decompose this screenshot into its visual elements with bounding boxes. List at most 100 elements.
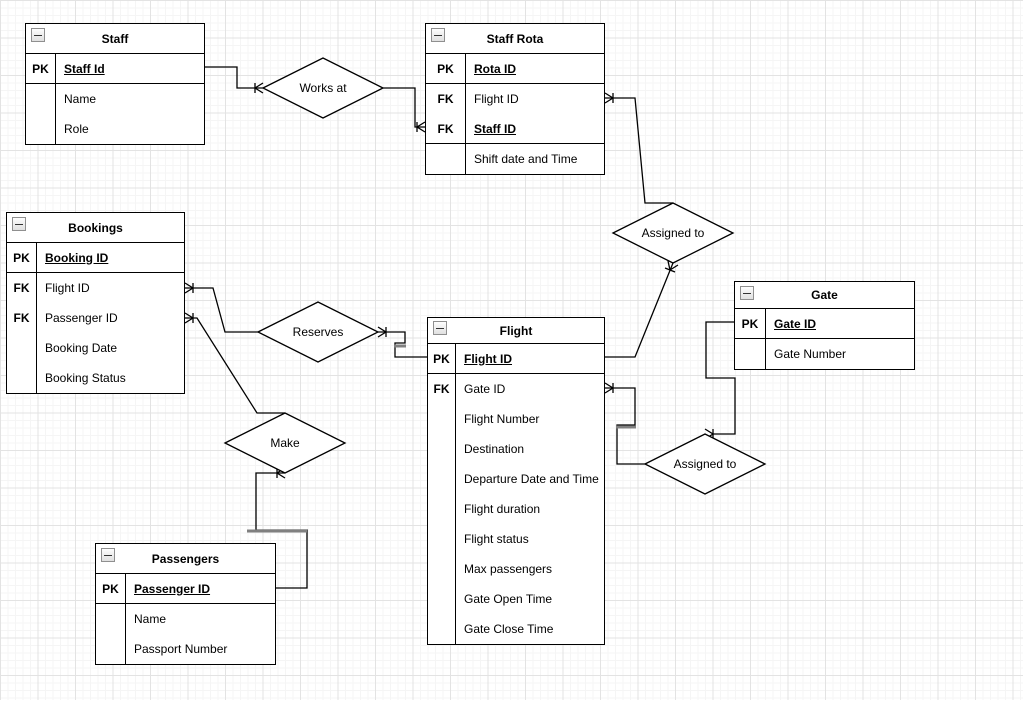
table-row[interactable]: Departure Date and Time [428, 464, 604, 494]
table-row[interactable]: Shift date and Time [426, 144, 604, 174]
relationship-label-make[interactable]: Make [270, 436, 300, 450]
relationship-label-assigned-to-2[interactable]: Assigned to [673, 457, 737, 471]
table-row[interactable]: PK Gate ID [735, 309, 914, 339]
connector-gate-assignedto2[interactable] [705, 321, 736, 435]
collapse-icon[interactable] [12, 217, 26, 231]
table-row[interactable]: Name [26, 84, 204, 114]
attribute-name: Staff Id [64, 61, 105, 76]
table-row[interactable]: FK Flight ID [426, 84, 604, 114]
entity-table-passengers[interactable]: Passengers PK Passenger ID Name Passport… [95, 543, 276, 665]
key-badge [428, 434, 456, 464]
attribute-name: Staff ID [474, 121, 516, 136]
attribute-name: Passenger ID [45, 311, 118, 325]
attribute-name: Name [64, 92, 97, 106]
crowfoot-arrow [604, 92, 615, 104]
table-header[interactable]: Staff [26, 24, 204, 54]
collapse-icon[interactable] [433, 321, 447, 335]
connector-worksat-staffrota[interactable] [383, 87, 425, 128]
relationship-label-reserves[interactable]: Reserves [292, 325, 344, 339]
key-badge [26, 114, 56, 144]
connector-bookings-make[interactable] [185, 317, 285, 414]
table-row[interactable]: Destination [428, 434, 604, 464]
table-row[interactable]: PK Staff Id [26, 54, 204, 84]
relationship-label-works-at[interactable]: Works at [299, 81, 347, 95]
crowfoot-arrow [253, 82, 264, 94]
key-badge [428, 584, 456, 614]
key-badge [7, 333, 37, 363]
key-badge [428, 404, 456, 434]
table-row[interactable]: Name [96, 604, 275, 634]
table-title: Bookings [68, 220, 123, 235]
entity-table-staff-rota[interactable]: Staff Rota PK Rota ID FK Flight ID FK St… [425, 23, 605, 175]
table-row[interactable]: Booking Status [7, 363, 184, 393]
table-header[interactable]: Gate [735, 282, 914, 309]
key-badge: PK [7, 243, 37, 272]
attribute-name: Rota ID [474, 61, 516, 76]
table-header[interactable]: Flight [428, 318, 604, 344]
key-badge: PK [96, 574, 126, 603]
entity-table-staff[interactable]: Staff PK Staff Id Name Role [25, 23, 205, 145]
table-row[interactable]: PK Rota ID [426, 54, 604, 84]
table-row[interactable]: Max passengers [428, 554, 604, 584]
entity-table-bookings[interactable]: Bookings PK Booking ID FK Flight ID FK P… [6, 212, 185, 394]
table-row[interactable]: Passport Number [96, 634, 275, 664]
table-header[interactable]: Passengers [96, 544, 275, 574]
relationship-diamond-assigned-to-1[interactable] [611, 202, 735, 264]
collapse-icon[interactable] [101, 548, 115, 562]
table-header[interactable]: Bookings [7, 213, 184, 243]
table-row[interactable]: FK Flight ID [7, 273, 184, 303]
relationship-label-assigned-to-1[interactable]: Assigned to [641, 226, 705, 240]
connector-bookings-reserves[interactable] [185, 287, 258, 333]
key-badge [428, 494, 456, 524]
connector-staffrota-assignedto1[interactable] [605, 97, 673, 204]
relationship-diamond-assigned-to-2[interactable] [643, 433, 767, 495]
relationship-diamond-works-at[interactable] [261, 57, 385, 119]
table-row[interactable]: Role [26, 114, 204, 144]
table-row[interactable]: Gate Close Time [428, 614, 604, 644]
key-badge: PK [428, 344, 456, 373]
key-badge [96, 604, 126, 634]
attribute-name: Booking Date [45, 341, 118, 355]
table-row[interactable]: PK Passenger ID [96, 574, 275, 604]
connector-overlap-shadow [247, 344, 636, 533]
collapse-icon[interactable] [740, 286, 754, 300]
key-badge [428, 464, 456, 494]
attribute-name: Gate Open Time [464, 592, 553, 606]
attribute-name: Shift date and Time [474, 152, 578, 166]
attribute-name: Booking Status [45, 371, 126, 385]
table-title: Gate [811, 288, 838, 302]
attribute-name: Booking ID [45, 250, 109, 265]
table-row[interactable]: PK Booking ID [7, 243, 184, 273]
table-row[interactable]: Booking Date [7, 333, 184, 363]
table-row[interactable]: PK Flight ID [428, 344, 604, 374]
table-row[interactable]: Flight Number [428, 404, 604, 434]
connector-reserves-flight[interactable] [378, 331, 427, 358]
table-row[interactable]: FK Staff ID [426, 114, 604, 144]
table-header[interactable]: Staff Rota [426, 24, 604, 54]
table-row[interactable]: Gate Number [735, 339, 914, 369]
key-badge: FK [7, 303, 37, 333]
table-title: Staff Rota [486, 31, 544, 46]
key-badge: PK [26, 54, 56, 83]
connector-flight-assignedto2[interactable] [605, 387, 645, 465]
entity-table-flight[interactable]: Flight PK Flight ID FK Gate ID Flight Nu… [427, 317, 605, 645]
minus-glyph [434, 34, 442, 36]
entity-table-gate[interactable]: Gate PK Gate ID Gate Number [734, 281, 915, 370]
collapse-icon[interactable] [431, 28, 445, 42]
crowfoot-arrow [184, 282, 195, 294]
attribute-name: Gate Close Time [464, 622, 554, 636]
collapse-icon[interactable] [31, 28, 45, 42]
attribute-name: Departure Date and Time [464, 472, 599, 486]
connector-assignedto1-flight[interactable] [605, 262, 674, 358]
table-row[interactable]: Gate Open Time [428, 584, 604, 614]
relationship-diamond-make[interactable] [223, 412, 347, 474]
connector-staff-worksat[interactable] [205, 66, 263, 89]
table-title: Staff [101, 31, 129, 46]
relationship-diamond-reserves[interactable] [256, 301, 380, 363]
table-row[interactable]: FK Passenger ID [7, 303, 184, 333]
table-row[interactable]: FK Gate ID [428, 374, 604, 404]
table-row[interactable]: Flight duration [428, 494, 604, 524]
table-row[interactable]: Flight status [428, 524, 604, 554]
